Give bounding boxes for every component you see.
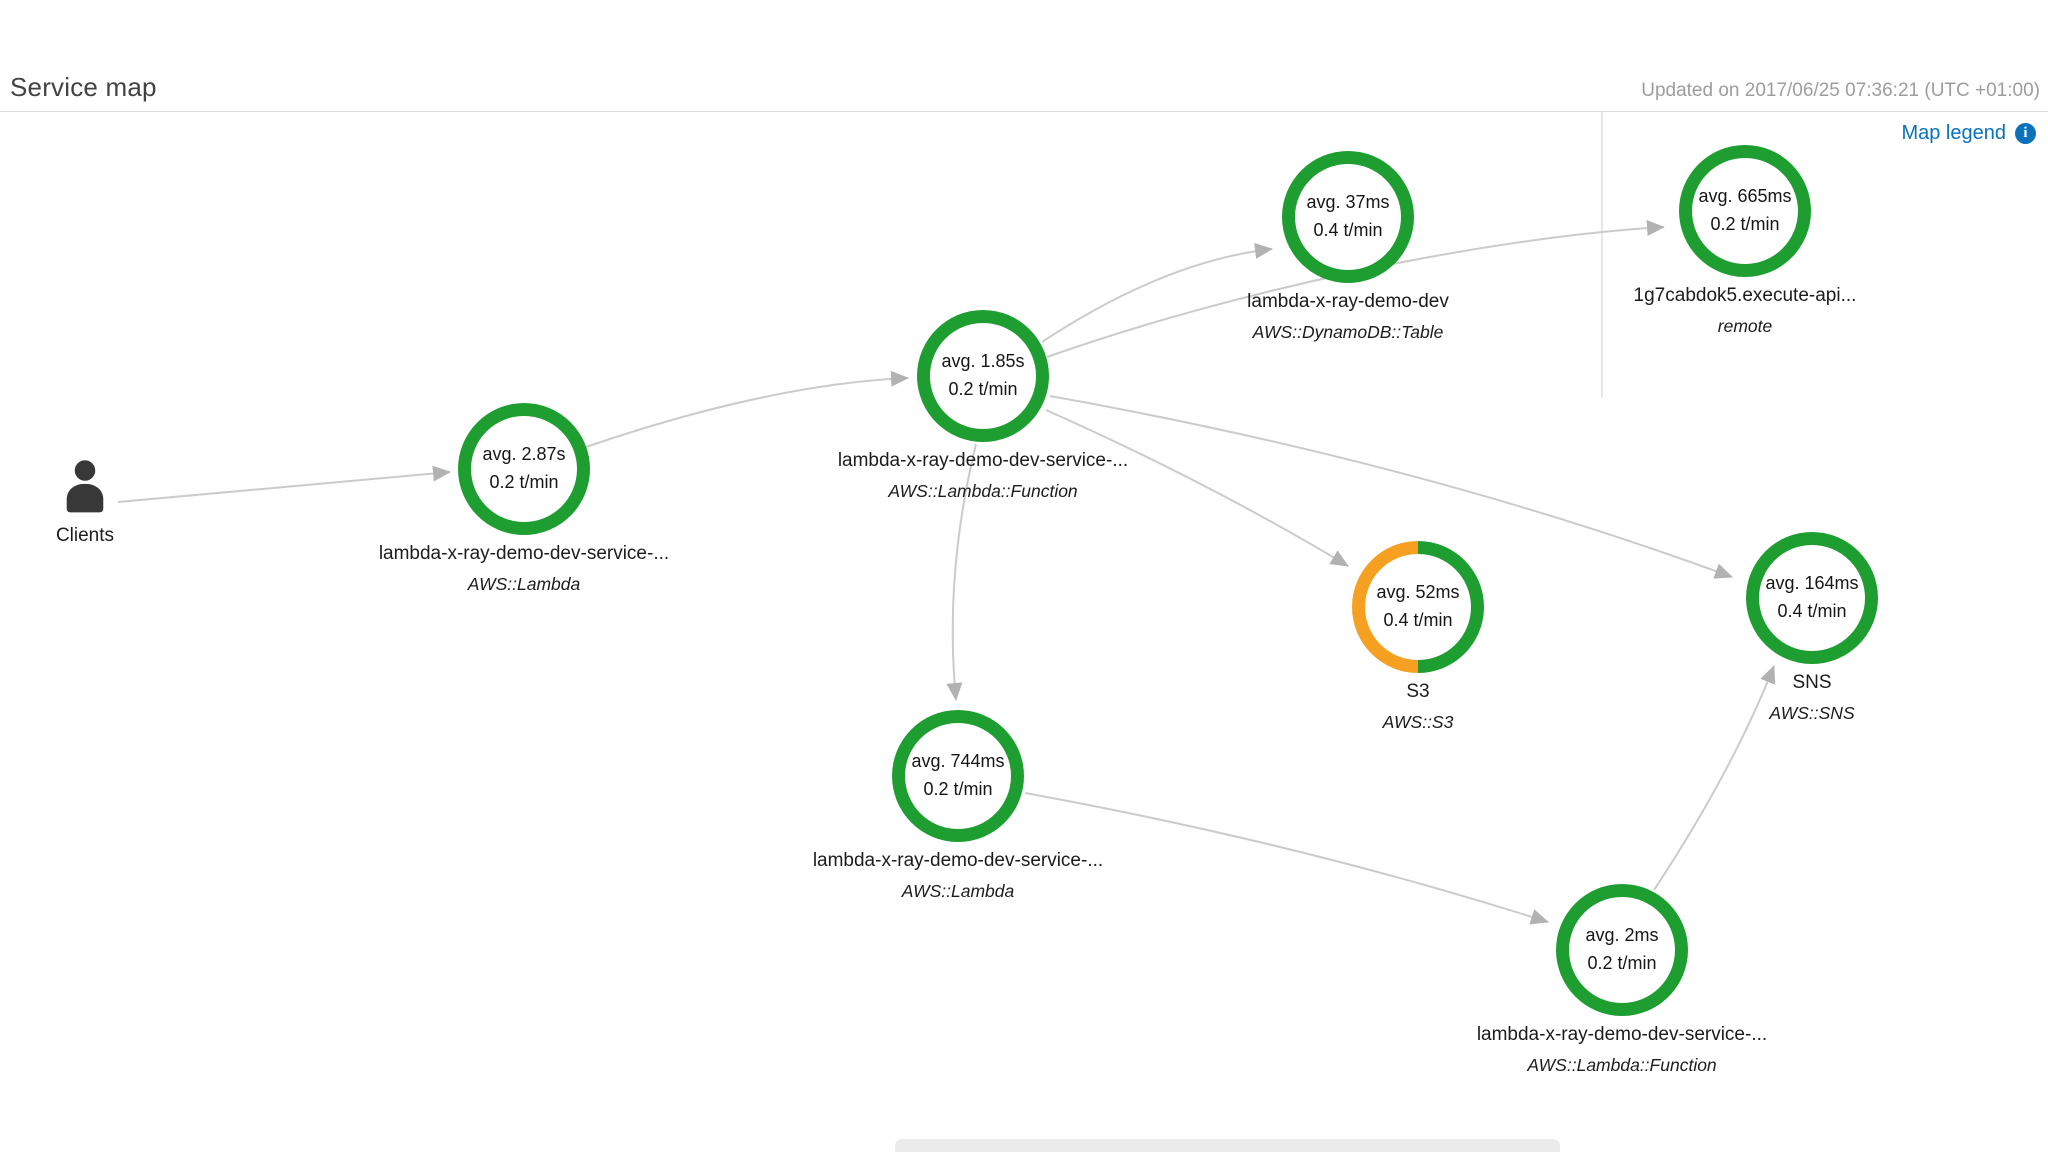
node-rate: 0.2 t/min: [948, 379, 1018, 399]
node-latency: avg. 52ms: [1376, 582, 1460, 603]
health-ring[interactable]: avg. 2ms 0.2 t/min: [1556, 884, 1688, 1016]
health-ring[interactable]: avg. 744ms 0.2 t/min: [892, 710, 1024, 842]
panel-edge-line: [1601, 112, 1603, 398]
health-ring[interactable]: avg. 164ms 0.4 t/min: [1746, 532, 1878, 664]
edge-function-to-lambda2: [946, 443, 977, 701]
node-type: AWS::Lambda: [467, 574, 581, 594]
node-latency: avg. 37ms: [1306, 192, 1390, 213]
node-rate: 0.2 t/min: [489, 472, 559, 492]
map-legend-label[interactable]: Map legend: [1901, 122, 2006, 144]
node-rate: 0.4 t/min: [1313, 220, 1383, 240]
health-ring[interactable]: avg. 1.85s 0.2 t/min: [917, 310, 1049, 442]
node-label: SNS: [1792, 672, 1832, 693]
node-label: lambda-x-ray-demo-dev-service-...: [1476, 1024, 1768, 1045]
horizontal-scrollbar[interactable]: [895, 1139, 1560, 1152]
node-type: remote: [1717, 316, 1773, 336]
page-title: Service map: [10, 72, 157, 102]
node-rate: 0.2 t/min: [1587, 953, 1657, 973]
node-label: lambda-x-ray-demo-dev-service-...: [812, 850, 1104, 871]
node-latency: avg. 164ms: [1765, 573, 1859, 594]
node-label: Clients: [55, 525, 115, 546]
node-type: AWS::Lambda::Function: [888, 481, 1078, 501]
node-label: S3: [1406, 681, 1430, 702]
node-label: lambda-x-ray-demo-dev-service-...: [837, 450, 1129, 471]
node-rate: 0.4 t/min: [1383, 610, 1453, 630]
node-rate: 0.2 t/min: [1710, 214, 1780, 234]
node-type: AWS::SNS: [1769, 703, 1855, 723]
person-icon: [66, 460, 104, 513]
node-latency: avg. 2.87s: [482, 444, 566, 465]
header-divider: [0, 111, 2048, 112]
edge-function-to-dynamodb: [1041, 242, 1273, 343]
node-type: AWS::Lambda: [901, 881, 1015, 901]
edge-function2-to-sns: [1653, 665, 1776, 891]
health-ring[interactable]: avg. 2.87s 0.2 t/min: [458, 403, 590, 535]
node-rate: 0.2 t/min: [923, 779, 993, 799]
health-ring[interactable]: avg. 665ms 0.2 t/min: [1679, 145, 1811, 277]
node-type: AWS::DynamoDB::Table: [1252, 322, 1444, 342]
updated-timestamp: Updated on 2017/06/25 07:36:21 (UTC +01:…: [1641, 80, 2040, 101]
edge-clients-to-lambda: [117, 465, 451, 503]
node-rate: 0.4 t/min: [1777, 601, 1847, 621]
node-type: AWS::S3: [1382, 712, 1454, 732]
node-label: lambda-x-ray-demo-dev: [1247, 291, 1449, 312]
info-icon[interactable]: i: [2015, 123, 2036, 144]
edge-function-to-s3: [1045, 409, 1349, 567]
node-label: lambda-x-ray-demo-dev-service-...: [378, 543, 670, 564]
health-ring[interactable]: avg. 37ms 0.4 t/min: [1282, 151, 1414, 283]
node-latency: avg. 2ms: [1585, 925, 1659, 946]
node-latency: avg. 1.85s: [941, 351, 1025, 372]
node-latency: avg. 665ms: [1698, 186, 1792, 207]
edge-lambda-to-function: [585, 370, 909, 448]
edge-function-to-sns: [1049, 395, 1733, 579]
edge-lambda2-to-function2: [1024, 792, 1549, 925]
node-type: AWS::Lambda::Function: [1527, 1055, 1717, 1075]
node-latency: avg. 744ms: [911, 751, 1005, 772]
node-label: 1g7cabdok5.execute-api...: [1633, 285, 1857, 306]
health-ring[interactable]: avg. 52ms 0.4 t/min: [1352, 541, 1484, 673]
map-legend-link[interactable]: Map legend i: [1901, 122, 2036, 145]
